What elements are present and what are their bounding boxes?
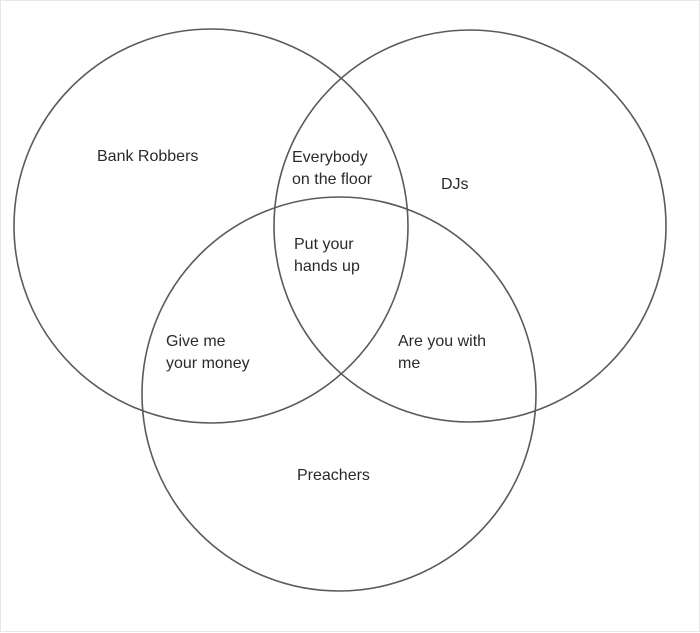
circle-djs <box>273 29 667 423</box>
label-bank-robbers: Bank Robbers <box>97 148 199 165</box>
label-preachers: Preachers <box>297 467 370 484</box>
label-bank-robbers-djs: Everybody on the floor <box>292 149 373 188</box>
label-all-three: Put your hands up <box>294 236 360 275</box>
label-djs-preachers: Are you with me <box>398 333 487 372</box>
circle-preachers <box>141 196 537 592</box>
circle-bank-robbers <box>13 28 409 424</box>
label-bank-robbers-preachers: Give me your money <box>166 333 250 372</box>
label-djs: DJs <box>441 176 469 193</box>
